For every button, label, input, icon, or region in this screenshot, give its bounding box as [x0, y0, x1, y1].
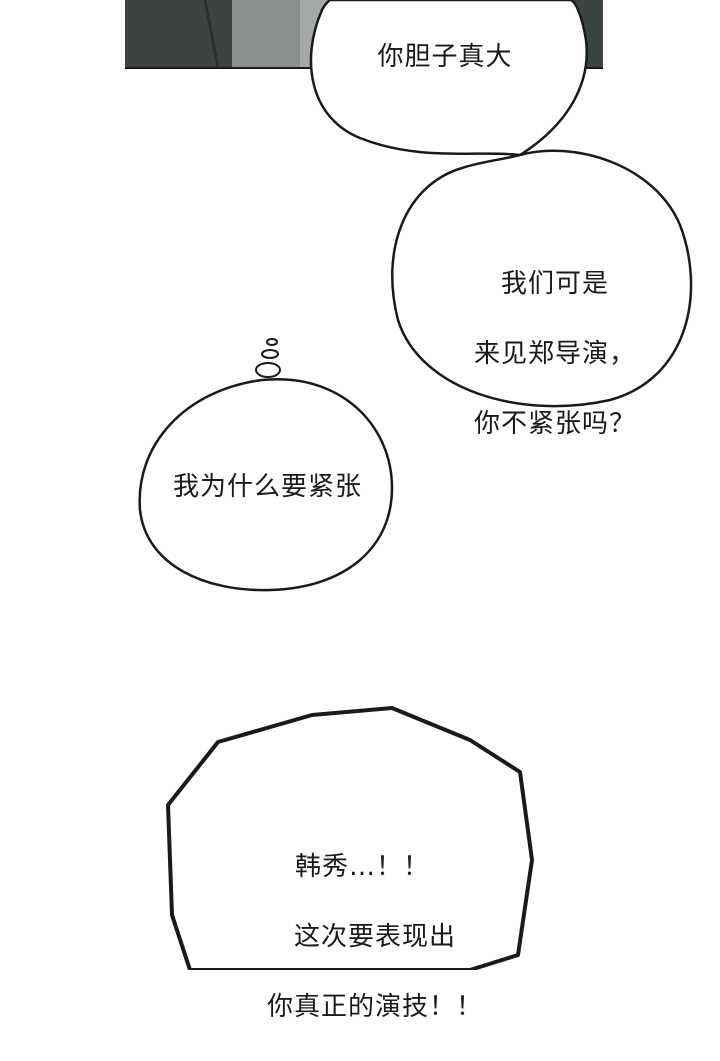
bubble-4-line-3: 你真正的演技！！: [266, 992, 483, 1023]
speech-bubble-2: [391, 149, 693, 408]
comic-panel-art: [125, 0, 693, 970]
bubble-4-line-2: 这次要表现出: [293, 922, 456, 953]
thought-trail: [255, 338, 281, 378]
bubble-1-text: 你胆子真大: [377, 42, 513, 72]
bubble-4-text: 韩秀…！！ 这次要表现出 你真正的演技！！: [240, 815, 510, 1061]
shout-bubble-4: [166, 706, 534, 970]
bubble-2-text: 我们可是 来见郑导演， 你不紧张吗？: [440, 232, 670, 478]
bubble-2-line-3: 你不紧张吗？: [473, 409, 636, 440]
speech-bubble-1: [309, 0, 588, 157]
thought-bubble-3: [138, 377, 394, 592]
bubble-2-line-1: 我们可是: [500, 269, 609, 300]
bubble-4-line-1: 韩秀…！！: [295, 852, 431, 883]
bubble-2-line-2: 来见郑导演，: [473, 339, 636, 370]
bubble-3-text: 我为什么要紧张: [172, 472, 362, 502]
